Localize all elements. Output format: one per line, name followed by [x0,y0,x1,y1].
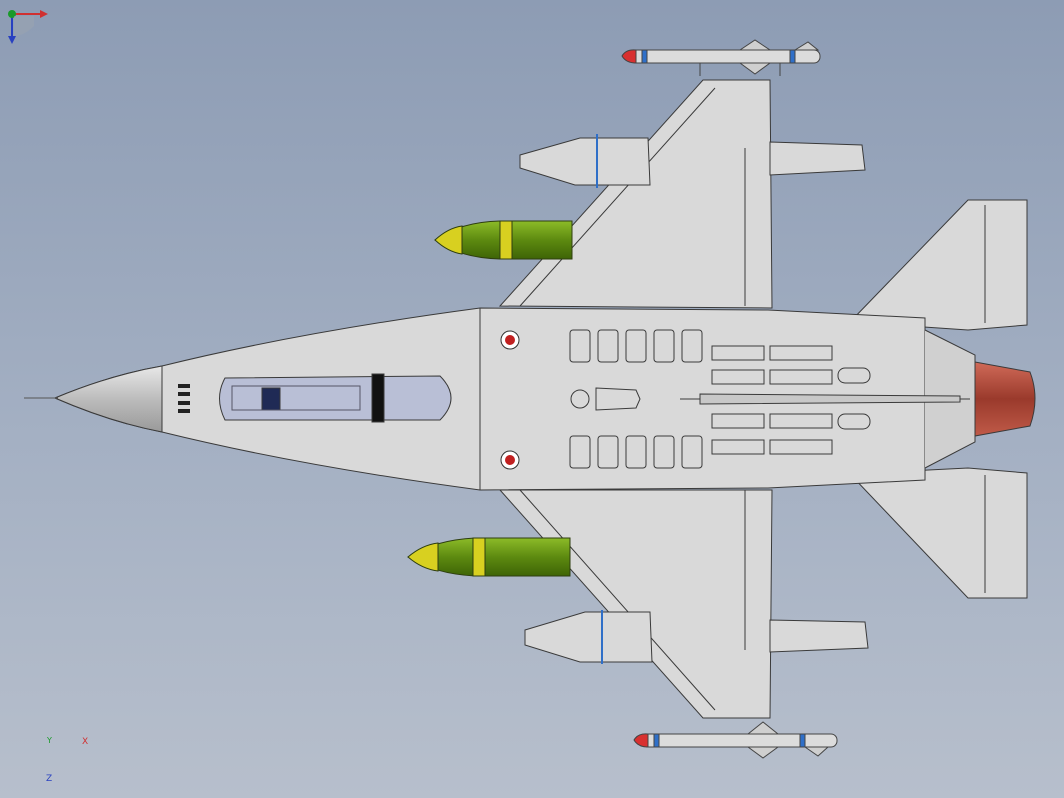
missile-bottom [633,721,838,759]
nose-cone [53,365,163,433]
pylon-missile-top [769,141,866,176]
missile-top [621,39,821,76]
pylon-missile-bottom [769,619,869,653]
coordinate-triad [8,10,48,44]
canopy [219,375,452,421]
bomb-top [434,220,573,260]
axis-x-label: X [82,737,89,747]
roundel-bottom [500,450,520,470]
roundel-top [500,330,520,350]
axis-y-label: Y [47,736,52,745]
fuel-tank-bottom [524,611,653,663]
bomb-bottom [407,537,571,577]
stabilizer-top [848,199,1028,331]
fuel-tank-top [519,137,651,186]
wing-top [498,79,773,309]
stabilizer-bottom [848,467,1028,599]
wing-bottom [498,489,773,719]
engine-nozzle [974,361,1036,437]
axis-z-label: Z [46,774,53,784]
